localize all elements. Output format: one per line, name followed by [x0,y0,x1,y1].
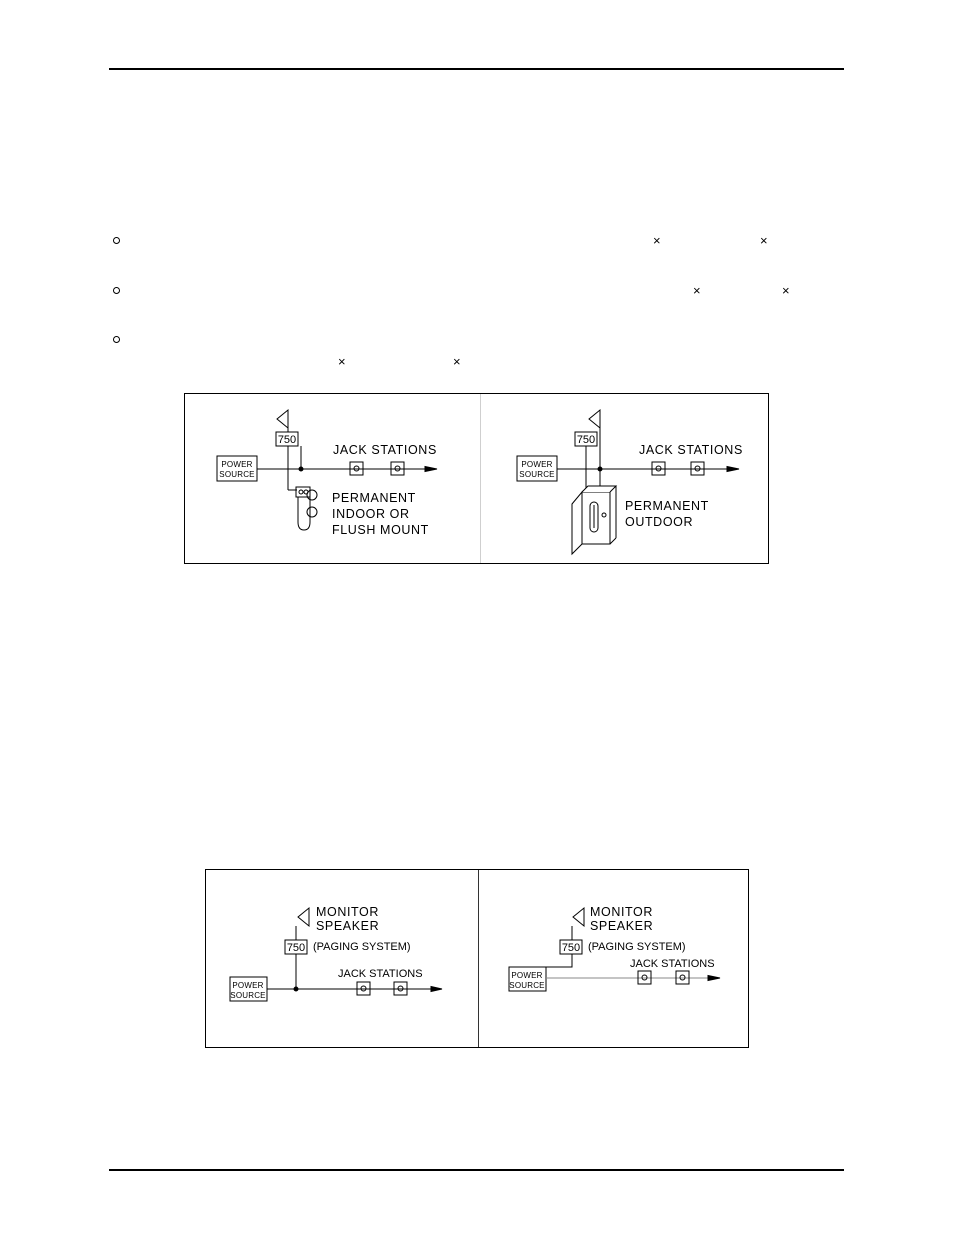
jack-station-icon [690,461,705,476]
footer-rule [109,1169,844,1171]
power-source-label: SOURCE [509,981,544,990]
monitor-speaker-diagram-left: MONITOR SPEAKER 750 (PAGING SYSTEM) JACK… [229,905,443,1002]
station-type-label: OUTDOOR [625,515,693,529]
indoor-station-icon [295,486,311,498]
outdoor-mount-diagram: POWER SOURCE 750 JACK STATIONS PERMANENT… [516,408,743,556]
speaker-number-box [559,939,583,955]
jack-station-icon [356,981,371,996]
station-type-label: INDOOR OR [332,507,410,521]
speaker-number: 750 [287,942,305,954]
monitor-speaker-diagram-right: MONITOR SPEAKER 750 (PAGING SYSTEM) JACK… [508,905,721,992]
jack-stations-label: JACK STATIONS [338,968,423,980]
power-source-label: POWER [521,460,552,469]
power-source-box [508,966,547,992]
jack-station-icon [390,461,405,476]
jack-station-icon [651,461,666,476]
multiply-sign: × [760,233,768,248]
multiply-sign: × [782,283,790,298]
panel-divider [478,870,479,1047]
figure-installation-diagram: POWER SOURCE 750 JACK STATIONS PERMANENT… [184,393,769,564]
multiply-sign: × [693,283,701,298]
figure-monitor-speaker-diagram: MONITOR SPEAKER 750 (PAGING SYSTEM) JACK… [205,869,749,1048]
jack-station-icon [637,970,652,985]
outdoor-station-icon [571,485,618,556]
station-type-label: PERMANENT [625,499,709,513]
multiply-sign: × [453,354,461,369]
power-source-label: POWER [221,460,252,469]
jack-stations-label: JACK STATIONS [333,443,437,457]
speaker-number: 750 [577,434,595,446]
monitor-speaker-label: MONITOR [590,905,653,919]
jack-station-icon [349,461,364,476]
arrow-icon [430,985,443,993]
header-rule [109,68,844,70]
speaker-icon [588,408,601,430]
panel-divider [480,394,481,563]
station-type-label: FLUSH MOUNT [332,523,429,537]
power-source-label: POWER [511,971,542,980]
monitor-speaker-label: MONITOR [316,905,379,919]
station-type-label: PERMANENT [332,491,416,505]
arrow-icon [707,974,721,982]
bullet-1 [113,237,120,244]
jack-station-icon [393,981,408,996]
jack-stations-label: JACK STATIONS [630,958,715,970]
monitor-speaker-label: SPEAKER [316,919,379,933]
speaker-icon [276,408,289,430]
speaker-icon [297,906,310,928]
jack-stations-label: JACK STATIONS [639,443,743,457]
power-source-label: SOURCE [230,991,265,1000]
power-source-label: POWER [232,981,263,990]
power-source-label: SOURCE [219,470,254,479]
speaker-icon [572,906,585,928]
monitor-speaker-label: SPEAKER [590,919,653,933]
arrow-icon [424,465,438,473]
speaker-number-box [275,431,299,447]
paging-system-label: (PAGING SYSTEM) [588,941,686,953]
power-source-label: SOURCE [519,470,554,479]
jack-station-icon [675,970,690,985]
speaker-number: 750 [278,434,296,446]
multiply-sign: × [338,354,346,369]
indoor-mount-diagram: POWER SOURCE 750 JACK STATIONS PERMANENT… [216,408,438,537]
paging-system-label: (PAGING SYSTEM) [313,941,411,953]
multiply-sign: × [653,233,661,248]
bullet-2 [113,287,120,294]
arrow-icon [726,465,740,473]
bullet-3 [113,336,120,343]
speaker-number: 750 [562,942,580,954]
